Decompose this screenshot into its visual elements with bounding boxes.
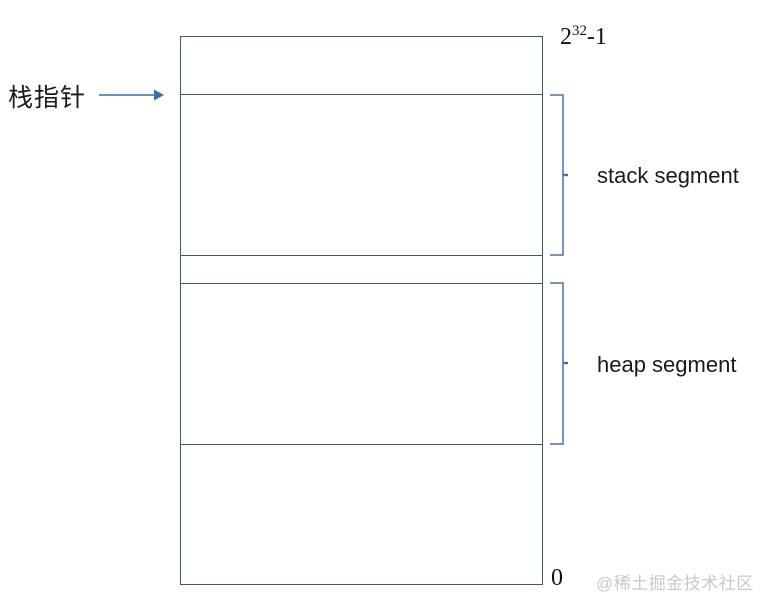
heap-segment-bracket	[550, 282, 568, 445]
top-address-base: 2	[560, 24, 572, 50]
divider-stack-pointer	[180, 94, 543, 95]
watermark: @稀土掘金技术社区	[596, 574, 754, 593]
stack-pointer-label: 栈指针	[8, 84, 87, 112]
heap-segment-label: heap segment	[597, 352, 737, 377]
right-arrow-icon	[99, 89, 164, 101]
top-address-exponent: 32	[572, 23, 587, 39]
divider-heap-bottom	[180, 444, 543, 445]
top-address-suffix: -1	[586, 24, 607, 50]
top-address-label: 232-1	[560, 24, 607, 51]
divider-heap-top	[180, 283, 543, 284]
bottom-address-label: 0	[551, 565, 563, 591]
divider-stack-bottom	[180, 255, 543, 256]
memory-box	[180, 36, 543, 585]
stack-segment-label: stack segment	[597, 163, 739, 188]
stack-segment-bracket	[550, 94, 568, 256]
